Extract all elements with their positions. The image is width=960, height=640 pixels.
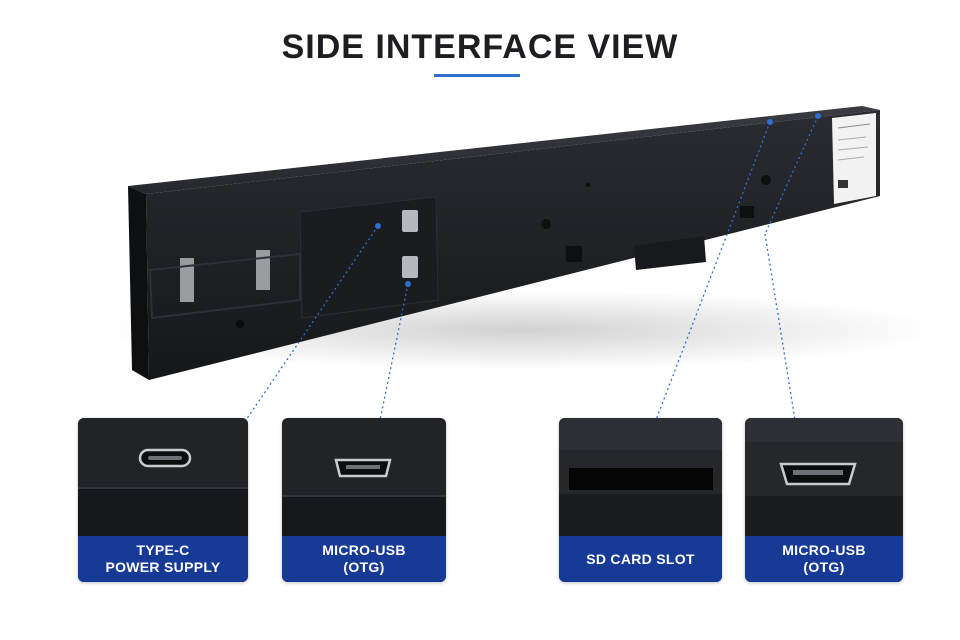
callout-label-line: (OTG) xyxy=(803,559,845,575)
vent-recess xyxy=(634,236,706,270)
spec-sticker xyxy=(832,113,876,204)
callout-card-micro-usb-1: MICRO-USB (OTG) xyxy=(282,418,446,582)
leader-line-micro-usb-2b xyxy=(764,233,796,421)
leader-line-micro-usb-1 xyxy=(379,283,409,421)
sd-card-slot-icon xyxy=(569,468,713,490)
mounting-clips xyxy=(148,250,301,320)
title-underline xyxy=(434,74,520,77)
callout-label-line: (OTG) xyxy=(343,559,385,575)
usb-c-port-icon xyxy=(402,210,418,232)
leader-line-type-c xyxy=(245,225,379,421)
callout-label: MICRO-USB (OTG) xyxy=(282,536,446,582)
screw-hole xyxy=(586,183,590,187)
device-end-cap xyxy=(128,186,149,380)
leader-line-sd-card xyxy=(655,121,771,421)
callout-label: SD CARD SLOT xyxy=(559,536,722,582)
screw-hole xyxy=(761,175,771,185)
callout-card-micro-usb-2: MICRO-USB (OTG) xyxy=(745,418,903,582)
callout-label-line: TYPE-C xyxy=(136,542,190,558)
micro-usb-closeup xyxy=(745,418,903,536)
sd-card-slot-icon xyxy=(740,206,754,218)
screw-hole xyxy=(541,219,551,229)
micro-usb-port-icon xyxy=(402,256,418,278)
device-top-edge xyxy=(128,106,880,194)
callout-label: MICRO-USB (OTG) xyxy=(745,536,903,582)
page-title: SIDE INTERFACE VIEW xyxy=(281,28,679,66)
callout-label-line: MICRO-USB xyxy=(782,542,866,558)
button-recess xyxy=(566,246,582,262)
callout-label-line: MICRO-USB xyxy=(322,542,406,558)
callout-label-line: SD CARD SLOT xyxy=(586,550,695,567)
callout-label: TYPE-C POWER SUPPLY xyxy=(78,536,248,582)
leader-dot xyxy=(815,113,821,119)
leader-dot xyxy=(375,223,381,229)
micro-usb-closeup xyxy=(282,418,446,536)
callout-label-line: POWER SUPPLY xyxy=(105,559,221,575)
leader-line-micro-usb-2 xyxy=(764,115,819,235)
leader-dot xyxy=(767,119,773,125)
leader-dot xyxy=(405,281,411,287)
callout-card-type-c: TYPE-C POWER SUPPLY xyxy=(78,418,248,582)
type-c-closeup xyxy=(78,418,248,536)
sd-card-closeup xyxy=(559,418,722,536)
callout-card-sd-card: SD CARD SLOT xyxy=(559,418,722,582)
screw-hole xyxy=(236,320,244,328)
